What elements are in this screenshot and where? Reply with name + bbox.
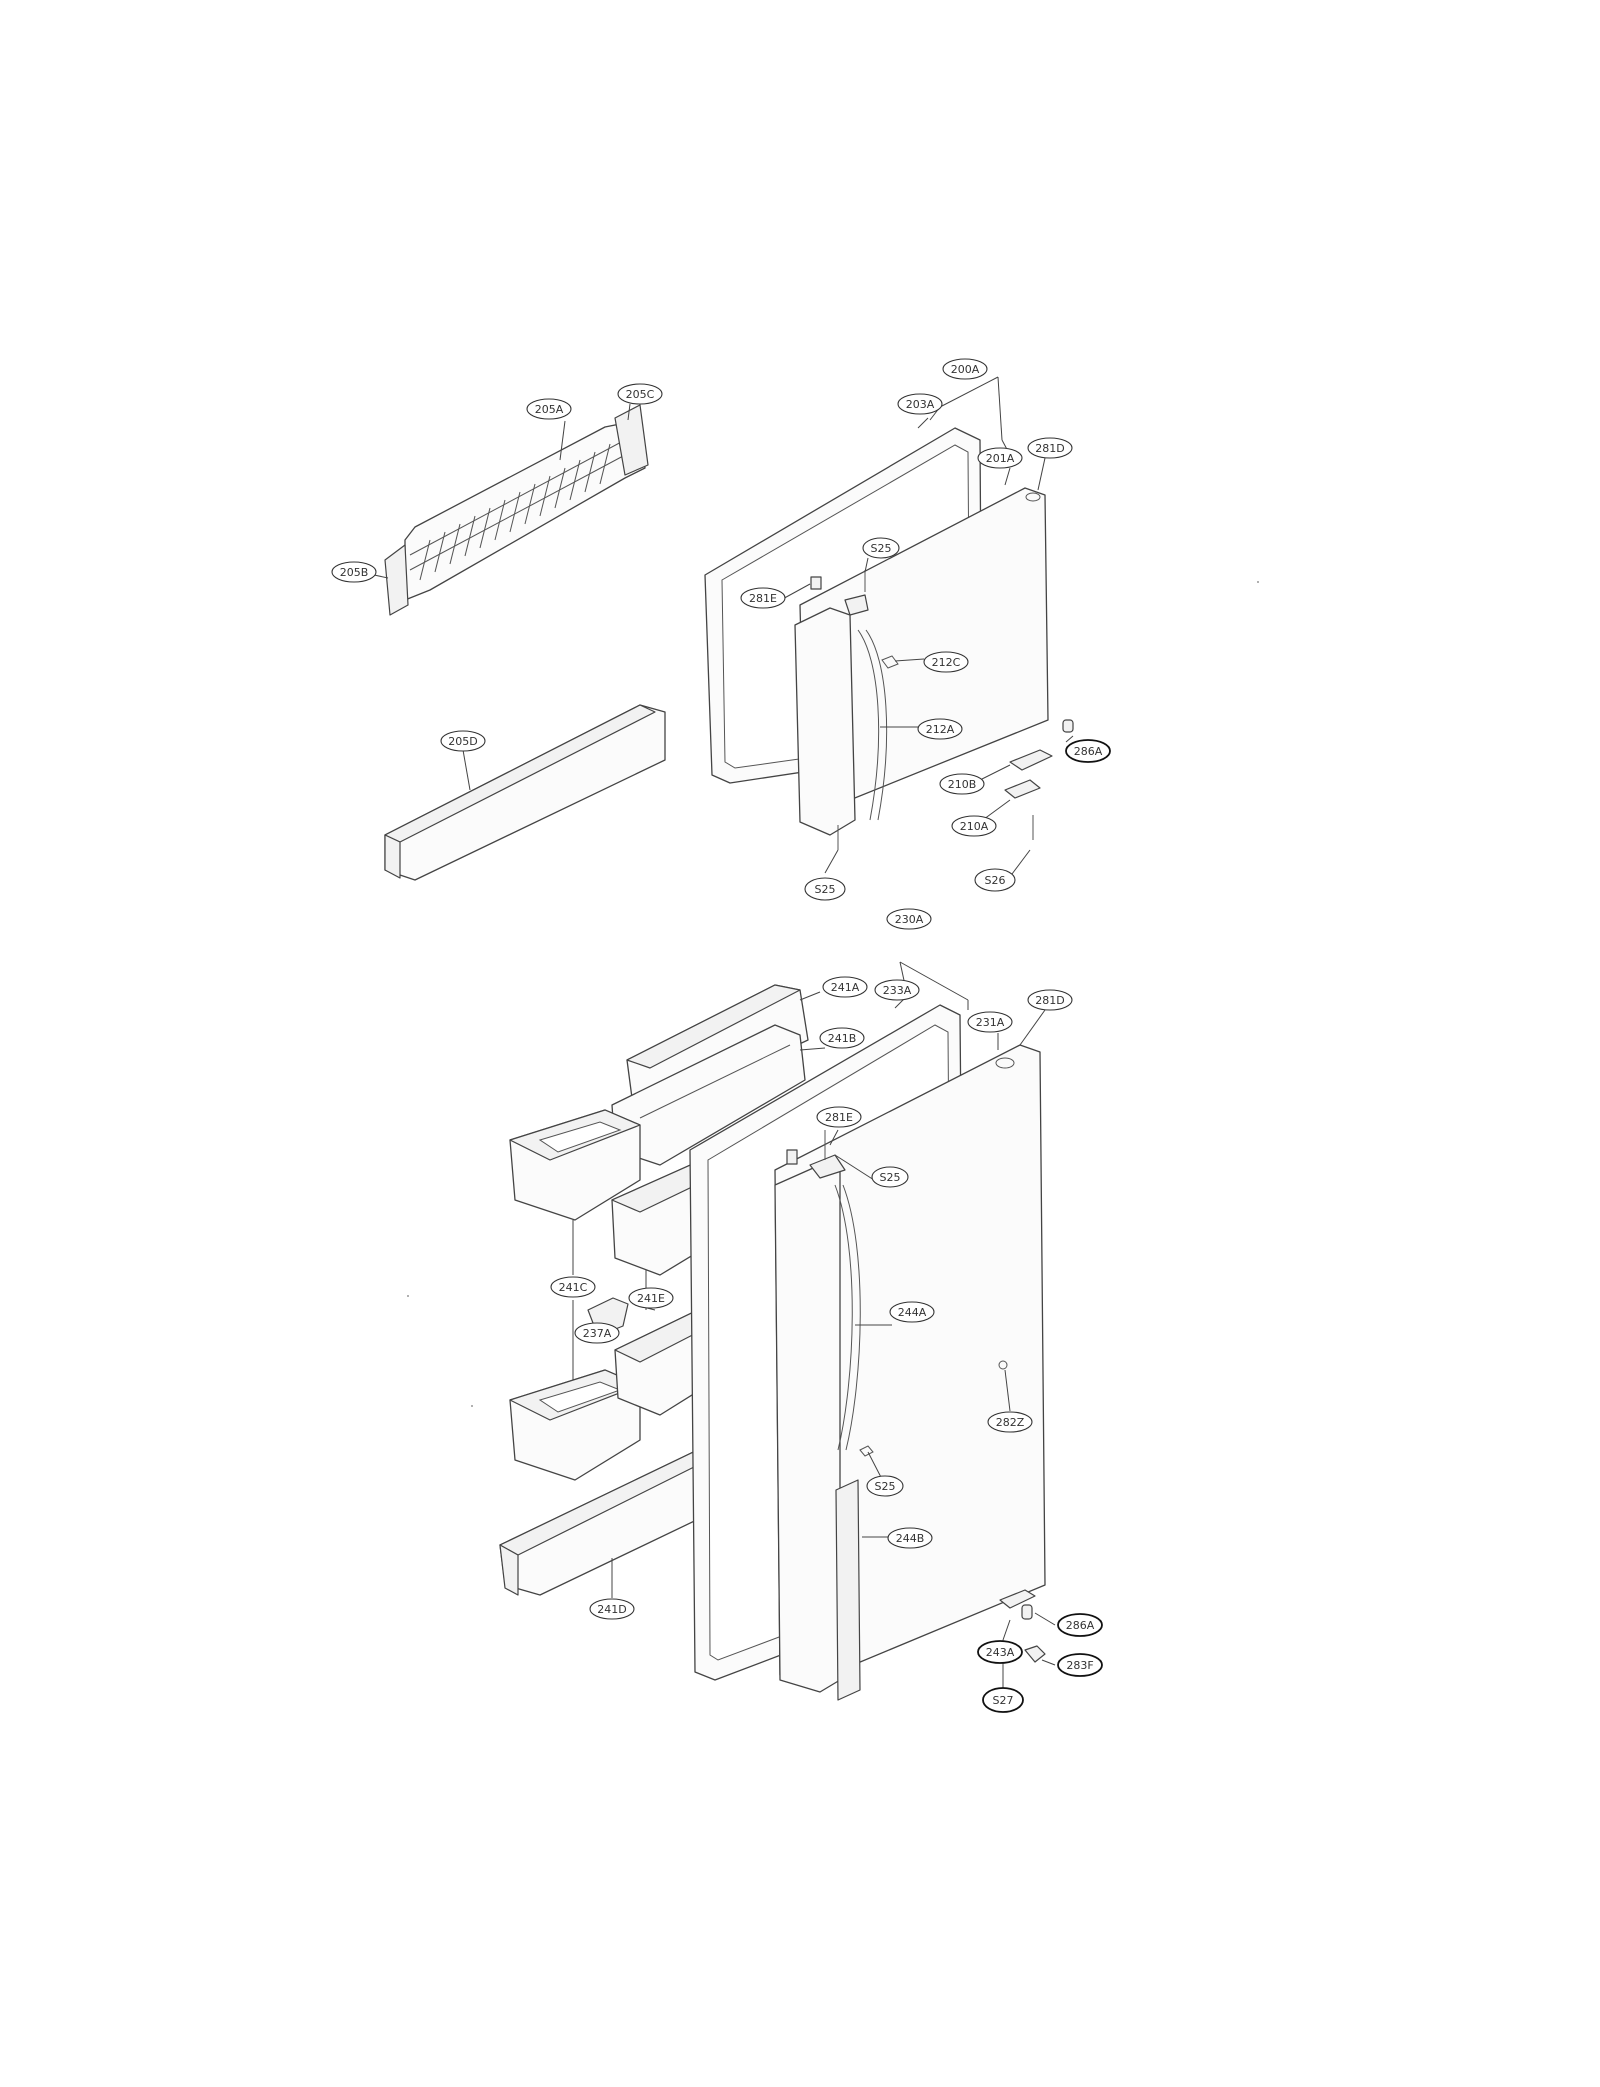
callout-231A: 231A xyxy=(967,1011,1013,1033)
svg-text:233A: 233A xyxy=(883,984,912,997)
callout-S26: S26 xyxy=(974,868,1016,892)
wire-rack-205A xyxy=(384,404,649,616)
callout-244B: 244B xyxy=(887,1527,933,1549)
svg-text:281E: 281E xyxy=(749,592,777,605)
scan-speck xyxy=(471,1405,473,1407)
svg-text:243A: 243A xyxy=(986,1646,1015,1659)
svg-text:210A: 210A xyxy=(960,820,989,833)
svg-text:241A: 241A xyxy=(831,981,860,994)
svg-text:201A: 201A xyxy=(986,452,1015,465)
callout-281E-upper: 281E xyxy=(740,587,786,609)
svg-text:S25: S25 xyxy=(815,883,836,896)
svg-text:212C: 212C xyxy=(932,656,961,669)
callout-237A: 237A xyxy=(574,1322,620,1344)
callout-S27: S27 xyxy=(982,1687,1024,1713)
svg-text:283F: 283F xyxy=(1066,1659,1093,1672)
svg-text:241C: 241C xyxy=(559,1281,588,1294)
callout-205D: 205D xyxy=(440,730,486,752)
svg-text:241D: 241D xyxy=(597,1603,626,1616)
callout-201A: 201A xyxy=(977,447,1023,469)
scan-speck xyxy=(407,1295,409,1297)
hinge-hardware-upper xyxy=(810,570,1074,850)
svg-text:231A: 231A xyxy=(976,1016,1005,1029)
svg-text:210B: 210B xyxy=(948,778,977,791)
callout-243A: 243A xyxy=(977,1640,1023,1664)
callout-S25-mid: S25 xyxy=(804,877,846,901)
svg-text:241E: 241E xyxy=(637,1292,665,1305)
callout-241E: 241E xyxy=(628,1287,674,1309)
svg-text:281D: 281D xyxy=(1035,994,1064,1007)
callout-205C: 205C xyxy=(617,383,663,405)
svg-text:200A: 200A xyxy=(951,363,980,376)
callout-281E-lower: 281E xyxy=(816,1106,862,1128)
callout-241B: 241B xyxy=(819,1027,865,1049)
svg-text:286A: 286A xyxy=(1074,745,1103,758)
callout-S25-lower-1: S25 xyxy=(871,1166,909,1188)
door-bin-205D xyxy=(384,704,666,881)
callout-212A: 212A xyxy=(917,718,963,740)
callout-200A: 200A xyxy=(942,358,988,380)
door-handle-212A xyxy=(794,594,888,836)
svg-text:244A: 244A xyxy=(898,1306,927,1319)
callout-282Z: 282Z xyxy=(987,1411,1033,1433)
svg-text:282Z: 282Z xyxy=(996,1416,1025,1429)
svg-text:205B: 205B xyxy=(340,566,369,579)
callout-283F: 283F xyxy=(1057,1653,1103,1677)
svg-text:205C: 205C xyxy=(626,388,655,401)
callout-281D-lower: 281D xyxy=(1027,989,1073,1011)
callout-205A: 205A xyxy=(526,398,572,420)
svg-text:205D: 205D xyxy=(448,735,477,748)
callout-233A: 233A xyxy=(874,979,920,1001)
svg-text:281E: 281E xyxy=(825,1111,853,1124)
callout-S25-lower-2: S25 xyxy=(866,1475,904,1497)
svg-text:203A: 203A xyxy=(906,398,935,411)
callout-labels: 200A 203A 201A 281D 205A 205C 205B 205D … xyxy=(331,358,1111,1713)
callout-S25-upper: S25 xyxy=(862,537,900,559)
svg-text:212A: 212A xyxy=(926,723,955,736)
svg-text:286A: 286A xyxy=(1066,1619,1095,1632)
svg-text:230A: 230A xyxy=(895,913,924,926)
callout-205B: 205B xyxy=(331,561,377,583)
svg-text:237A: 237A xyxy=(583,1327,612,1340)
door-basket-241C-lower xyxy=(509,1369,641,1481)
door-handle-244A xyxy=(774,1154,861,1693)
callout-241D: 241D xyxy=(589,1598,635,1620)
svg-text:244B: 244B xyxy=(896,1532,925,1545)
callout-241A: 241A xyxy=(822,976,868,998)
svg-text:S25: S25 xyxy=(875,1480,896,1493)
svg-text:281D: 281D xyxy=(1035,442,1064,455)
handle-trim-244B xyxy=(835,1479,861,1701)
callout-212C: 212C xyxy=(923,651,969,673)
bracket-200A xyxy=(929,376,1011,456)
svg-text:S25: S25 xyxy=(871,542,892,555)
callout-210B: 210B xyxy=(939,773,985,795)
svg-text:205A: 205A xyxy=(535,403,564,416)
svg-text:S26: S26 xyxy=(985,874,1006,887)
callout-241C: 241C xyxy=(550,1276,596,1298)
scan-speck xyxy=(1257,581,1259,583)
callout-286A-lower: 286A xyxy=(1057,1613,1103,1637)
callout-244A: 244A xyxy=(889,1301,935,1323)
callout-281D-upper: 281D xyxy=(1027,437,1073,459)
svg-text:241B: 241B xyxy=(828,1032,857,1045)
callout-210A: 210A xyxy=(951,815,997,837)
callout-203A: 203A xyxy=(897,393,943,415)
callout-286A-upper: 286A xyxy=(1065,739,1111,763)
svg-text:S27: S27 xyxy=(993,1694,1014,1707)
callout-230A: 230A xyxy=(886,908,932,930)
svg-text:S25: S25 xyxy=(880,1171,901,1184)
door-basket-241C-upper xyxy=(509,1109,641,1221)
